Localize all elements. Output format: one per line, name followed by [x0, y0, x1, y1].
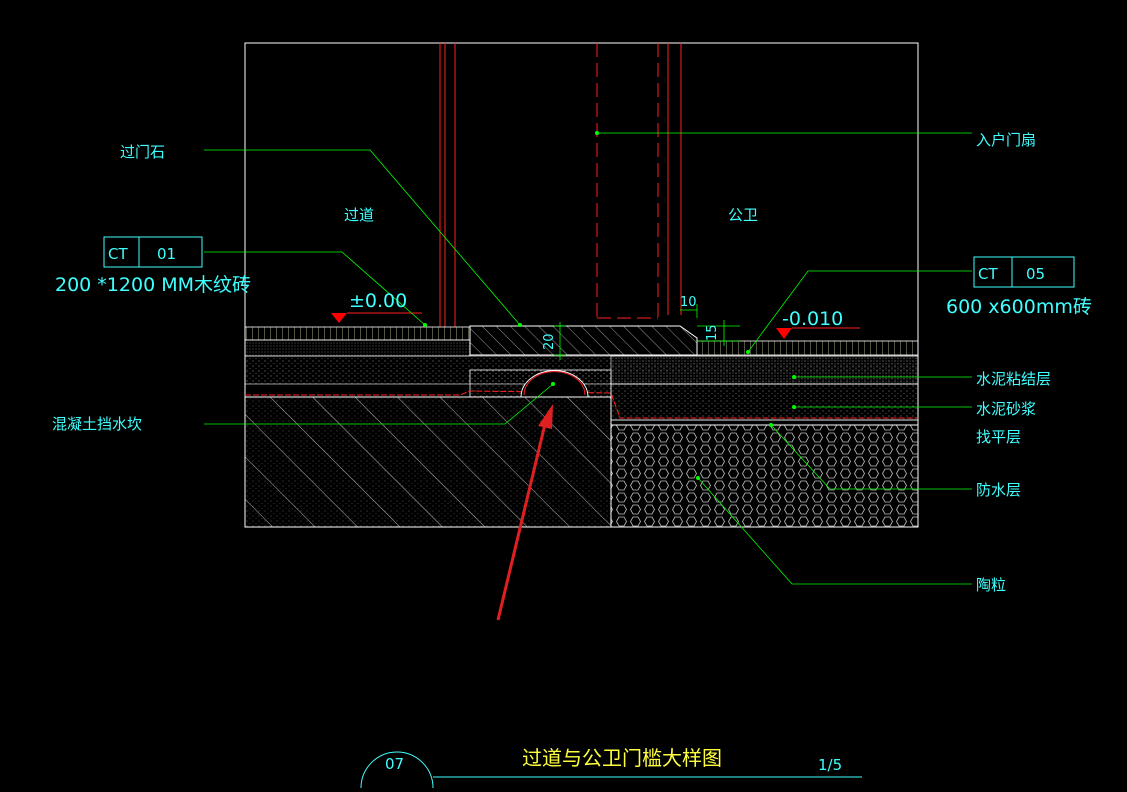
corridor-bond-layer [244, 339, 471, 357]
concrete-curb-label: 混凝土挡水坎 [52, 415, 142, 433]
tag-right-code: CT [978, 265, 998, 283]
level-marker-right [776, 328, 792, 339]
leveling-label: 找平层 [976, 428, 1021, 446]
dim-20: 20 [542, 333, 557, 350]
level-left-label: ±0.00 [349, 290, 407, 312]
dim-15: 15 [705, 324, 720, 341]
corridor-door-frame [439, 43, 456, 327]
detail-scale: 1/5 [818, 756, 842, 774]
tag-box-left [103, 236, 203, 268]
tag-box-right [973, 256, 1075, 288]
bathroom-label: 公卫 [728, 206, 758, 224]
cement-bond-layer-right [610, 355, 919, 385]
dim-10: 10 [680, 295, 697, 310]
threshold-stone-label: 过门石 [120, 143, 165, 161]
entry-door-leaf-label: 入户门扇 [976, 131, 1036, 149]
tag-left-num: 01 [157, 245, 176, 263]
waterproof-label: 防水层 [976, 481, 1021, 499]
ceramsite-label: 陶粒 [976, 576, 1006, 594]
tag-right-num: 05 [1026, 265, 1045, 283]
leader-lines [204, 132, 972, 585]
entry-door-leaf [596, 43, 682, 319]
tag-right-spec: 600 x600mm砖 [946, 296, 1092, 318]
level-right-label: -0.010 [782, 308, 843, 330]
corridor-tile-layer [244, 326, 471, 341]
detail-number: 07 [385, 755, 404, 773]
dimension-lines [554, 304, 740, 360]
threshold-stone [469, 325, 698, 356]
cement-bond-label: 水泥粘结层 [976, 370, 1051, 388]
title-block: 07 过道与公卫门槛大样图 1/5 [360, 746, 862, 789]
cement-mortar-label: 水泥砂浆 [976, 400, 1036, 418]
detail-title: 过道与公卫门槛大样图 [522, 746, 722, 770]
tag-left-spec: 200 *1200 MM木纹砖 [55, 274, 251, 296]
ceramsite-fill [610, 424, 919, 528]
tag-left-code: CT [108, 245, 128, 263]
bathroom-tile-layer [696, 340, 919, 356]
highlight-arrow [496, 404, 553, 621]
corridor-label: 过道 [344, 206, 374, 224]
mortar-leveling-layer [610, 383, 919, 421]
level-marker-left [331, 313, 347, 323]
